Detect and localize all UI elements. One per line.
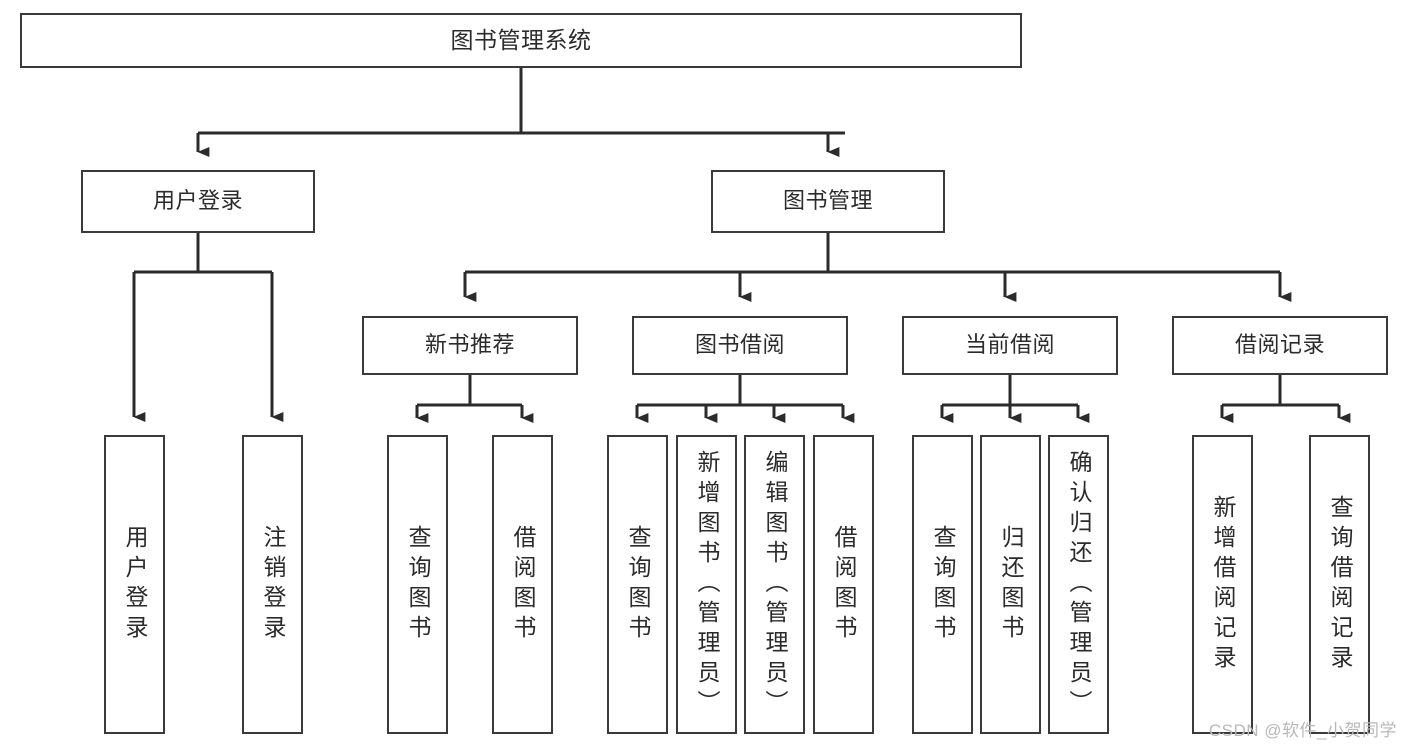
node-label: 借阅记录	[1234, 332, 1325, 358]
node-label: 图书管理系统	[450, 26, 592, 53]
node-leaf-query-book-recommend[interactable]: 查询图书	[387, 435, 448, 734]
node-current-borrow[interactable]: 当前借阅	[902, 316, 1118, 375]
node-new-book-recommend[interactable]: 新书推荐	[362, 316, 578, 375]
node-book-management[interactable]: 图书管理	[711, 170, 945, 233]
node-label: 图书借阅	[694, 332, 785, 358]
node-leaf-add-borrow-record[interactable]: 新增借阅记录	[1192, 435, 1253, 734]
node-leaf-query-borrow-record[interactable]: 查询借阅记录	[1309, 435, 1370, 734]
node-label: 新增借阅记录	[1210, 494, 1236, 675]
node-label: 新增图书（管理员）	[694, 449, 720, 720]
node-label: 用户登录	[152, 188, 243, 214]
node-book-management-system[interactable]: 图书管理系统	[20, 13, 1022, 68]
node-label: 查询借阅记录	[1327, 494, 1353, 675]
node-leaf-logout-login[interactable]: 注销登录	[242, 435, 303, 734]
node-label: 归还图书	[998, 524, 1024, 645]
node-leaf-add-book-admin[interactable]: 新增图书（管理员）	[676, 435, 737, 734]
node-leaf-query-book-borrow[interactable]: 查询图书	[607, 435, 668, 734]
node-leaf-return-book[interactable]: 归还图书	[980, 435, 1041, 734]
node-leaf-query-book-current[interactable]: 查询图书	[912, 435, 973, 734]
node-label: 图书管理	[782, 188, 873, 214]
node-leaf-confirm-return-admin[interactable]: 确认归还（管理员）	[1048, 435, 1109, 734]
node-book-borrow[interactable]: 图书借阅	[632, 316, 848, 375]
node-label: 查询图书	[405, 524, 431, 645]
node-label: 查询图书	[930, 524, 956, 645]
node-leaf-borrow-book[interactable]: 借阅图书	[813, 435, 874, 734]
node-user-login[interactable]: 用户登录	[81, 170, 315, 233]
node-label: 查询图书	[625, 524, 651, 645]
node-label: 新书推荐	[424, 332, 515, 358]
node-label: 确认归还（管理员）	[1066, 449, 1092, 720]
node-label: 借阅图书	[831, 524, 857, 645]
node-leaf-edit-book-admin[interactable]: 编辑图书（管理员）	[744, 435, 805, 734]
node-leaf-user-login[interactable]: 用户登录	[104, 435, 165, 734]
node-label: 当前借阅	[964, 332, 1055, 358]
node-label: 注销登录	[260, 524, 286, 645]
node-label: 编辑图书（管理员）	[762, 449, 788, 720]
node-label: 用户登录	[122, 524, 148, 645]
node-label: 借阅图书	[510, 524, 536, 645]
node-borrow-record[interactable]: 借阅记录	[1172, 316, 1388, 375]
node-leaf-borrow-book-recommend[interactable]: 借阅图书	[492, 435, 553, 734]
